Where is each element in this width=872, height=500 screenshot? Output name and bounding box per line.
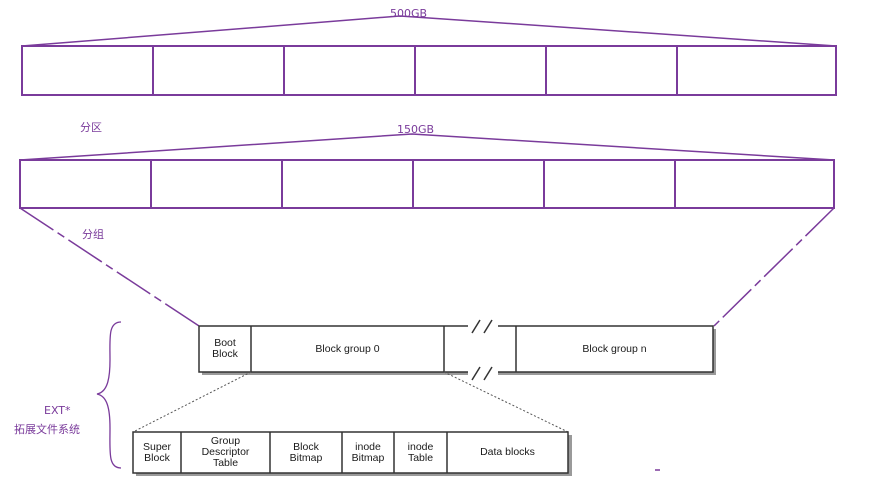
break-mark: [483, 366, 493, 381]
disk-bar: [21, 15, 837, 96]
break-mark: [471, 319, 481, 334]
partition-bar: [19, 133, 835, 209]
detail-zoom-left: [132, 371, 252, 433]
disk-size-label: 500GB: [390, 7, 428, 20]
super-block-line: Super: [142, 440, 172, 453]
block-group-0-label: Block group 0: [315, 342, 380, 355]
partition-size-label: 150GB: [397, 123, 435, 136]
group-label: 分组: [82, 228, 104, 241]
filesystem-row: [198, 319, 716, 381]
block-group-n-label: Block group n: [582, 342, 647, 355]
fs-row-frame: [198, 325, 714, 373]
block-bitmap-line: Bitmap: [289, 451, 323, 464]
gdt-line: Descriptor: [201, 446, 250, 458]
gdt-line: Table: [212, 457, 239, 469]
inode-bitmap-line: inode: [355, 440, 381, 453]
block-group-n-cell: Block group n: [516, 326, 713, 372]
zoom-line-left: [19, 207, 200, 327]
partition-top-bracket: [19, 133, 835, 161]
bg-row-frame: [132, 431, 569, 474]
gdt-line: Group: [210, 435, 241, 447]
zoom-line-right: [713, 207, 835, 327]
break-gap: [468, 369, 498, 378]
fs-label-line2: 拓展文件系统: [14, 423, 80, 436]
detail-zoom-right: [443, 371, 569, 433]
partition-frame: [19, 159, 835, 209]
super-block-line: Block: [144, 451, 170, 464]
disk-frame: [21, 45, 837, 96]
inode-table-line: inode: [407, 440, 434, 453]
break-mark: [471, 366, 481, 381]
block-bitmap-line: Block: [293, 440, 319, 453]
break-gap: [468, 323, 498, 329]
data-blocks-cell: Data blocks: [447, 432, 568, 473]
inode-bitmap-line: Bitmap: [351, 451, 385, 464]
boot-block-line: Boot: [214, 337, 236, 349]
inode-table-line: Table: [407, 451, 434, 464]
fs-brace: [96, 321, 122, 469]
disk-top-bracket: [21, 15, 837, 47]
break-mark: [483, 319, 493, 334]
block-group-row: [132, 431, 572, 476]
fs-label-line1: EXT*: [44, 404, 71, 417]
block-group-0-cell: Block group 0: [251, 326, 444, 372]
partition-label: 分区: [80, 121, 102, 134]
boot-block-line: Block: [212, 348, 238, 360]
data-blocks-label: Data blocks: [480, 446, 535, 458]
